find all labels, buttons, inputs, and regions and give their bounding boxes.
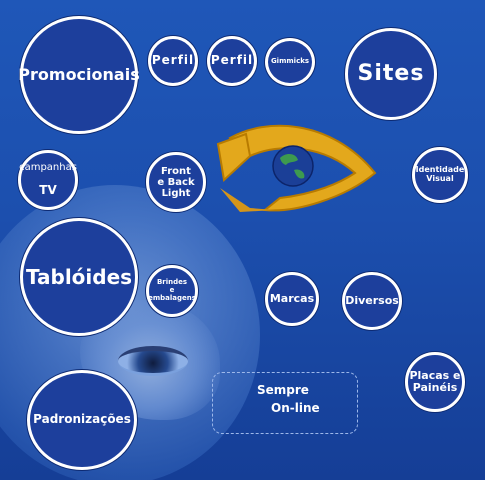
perfil-label-1: Perfil xyxy=(151,53,195,68)
tv-label: TV xyxy=(39,183,57,198)
gimmicks-label: Gimmicks xyxy=(270,57,310,66)
padronizacoes-button[interactable]: Padronizações xyxy=(27,370,137,470)
brindes-embalagens-label: Brindes e embalagens xyxy=(148,278,196,302)
tabloides-label: Tablóides xyxy=(25,265,133,289)
identidade-visual-label: Identidade Visual xyxy=(415,165,465,183)
placas-paineis-label: Placas e Painéis xyxy=(409,368,461,394)
background-eye-image xyxy=(118,346,188,376)
marcas-button[interactable]: Marcas xyxy=(265,272,319,326)
sempre-online-button[interactable]: Sempre On-line xyxy=(212,372,358,434)
padronizacoes-label: Padronizações xyxy=(33,412,131,427)
front-back-light-button[interactable]: Front e Back Light xyxy=(146,152,206,212)
campanhas-label: campanhas xyxy=(19,162,77,174)
tabloides-button[interactable]: Tablóides xyxy=(20,218,138,336)
campanhas-tv-button[interactable]: campanhas TV xyxy=(18,150,78,210)
online-label: On-line xyxy=(271,401,320,415)
promocionais-button[interactable]: Promocionais xyxy=(18,16,140,134)
brindes-embalagens-button[interactable]: Brindes e embalagens xyxy=(146,265,198,317)
diversos-button[interactable]: Diversos xyxy=(342,272,402,330)
sites-label: Sites xyxy=(357,60,425,86)
marcas-label: Marcas xyxy=(269,291,315,305)
promocionais-label: Promocionais xyxy=(18,65,140,85)
perfil-button-1[interactable]: Perfil xyxy=(148,36,198,86)
placas-paineis-button[interactable]: Placas e Painéis xyxy=(405,352,465,412)
sites-button[interactable]: Sites xyxy=(345,28,437,120)
identidade-visual-button[interactable]: Identidade Visual xyxy=(412,147,468,203)
eye-globe-logo-icon xyxy=(216,124,377,212)
perfil-label-2: Perfil xyxy=(210,53,254,68)
front-back-light-label: Front e Back Light xyxy=(157,165,195,199)
diversos-label: Diversos xyxy=(345,293,399,307)
perfil-button-2[interactable]: Perfil xyxy=(207,36,257,86)
sempre-label: Sempre xyxy=(257,383,309,397)
gimmicks-button[interactable]: Gimmicks xyxy=(265,38,315,86)
